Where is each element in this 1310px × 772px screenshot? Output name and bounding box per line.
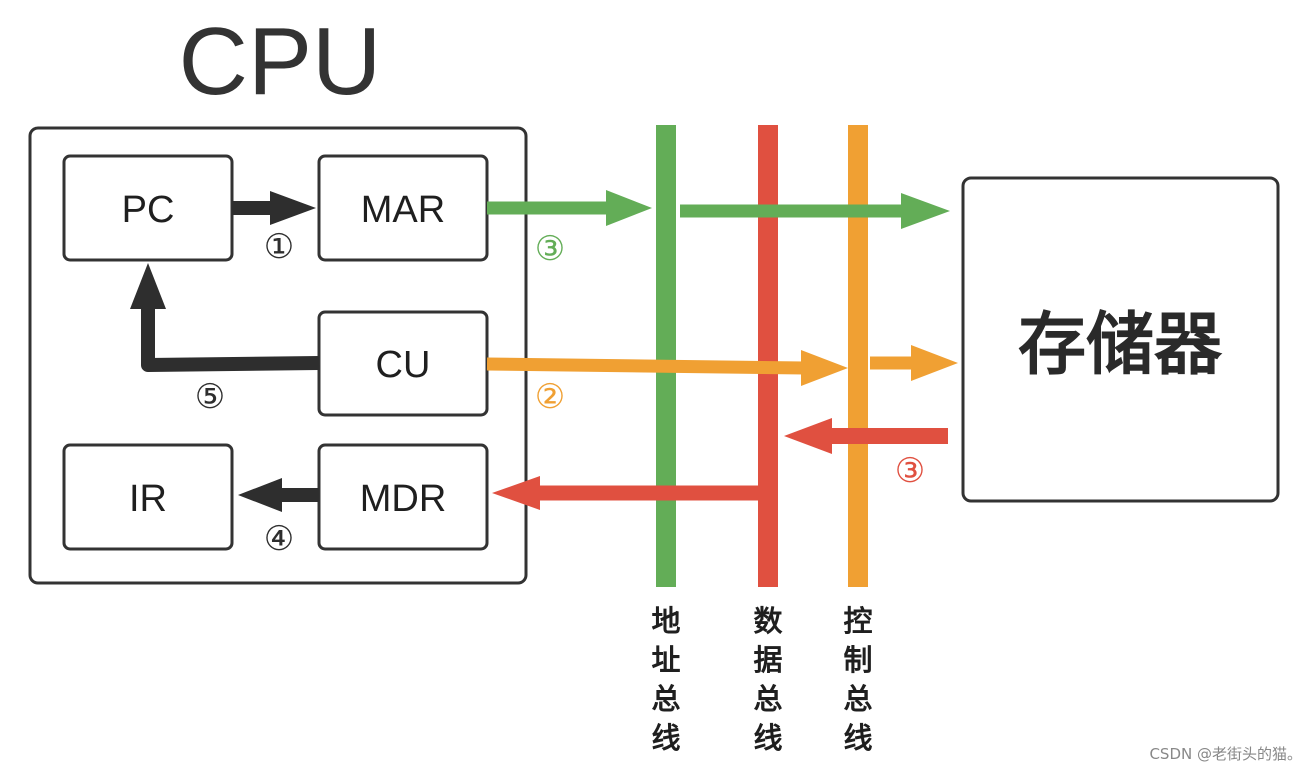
cu-to-pc-arrowhead — [130, 263, 166, 309]
bus-to-memory-arrowhead — [901, 193, 950, 229]
address-bus-label: 地址总线 — [651, 604, 681, 755]
cpu-title: CPU — [178, 8, 382, 115]
mar-label: MAR — [361, 189, 445, 231]
data-bus-label: 数据总线 — [753, 604, 783, 755]
bus-to-mdr-arrowhead — [492, 476, 540, 510]
step-label-memory-to-mdr: ③ — [895, 451, 925, 491]
control-bus — [848, 125, 868, 587]
step-label-cu-to-pc: ⑤ — [195, 377, 225, 417]
ir-label: IR — [129, 478, 167, 520]
mar-to-bus-arrowhead — [606, 190, 652, 226]
bus-to-memory-control-arrowhead — [911, 345, 958, 381]
pc-label: PC — [122, 189, 175, 231]
cu-to-bus-arrow-shaft — [486, 357, 806, 375]
memory-label: 存储器 — [1018, 306, 1223, 385]
step-label-cu-to-memory: ② — [535, 377, 565, 417]
cu-to-bus-arrowhead — [801, 350, 848, 386]
cu-label: CU — [376, 344, 431, 386]
pc-to-mar-arrowhead — [270, 191, 316, 225]
mdr-to-ir-arrowhead — [238, 478, 282, 512]
step-label-pc-to-mar: ① — [264, 227, 294, 267]
data-bus — [758, 125, 778, 587]
cpu-box — [28, 126, 528, 585]
mdr-label: MDR — [360, 478, 447, 520]
memory-to-bus-arrowhead — [784, 418, 832, 454]
step-label-mdr-to-ir: ④ — [264, 519, 294, 559]
memory-box — [961, 176, 1280, 503]
ir-box — [62, 443, 234, 551]
address-bus — [656, 125, 676, 587]
control-bus-label: 控制总线 — [843, 604, 873, 755]
step-label-mar-to-memory: ③ — [535, 229, 565, 269]
cu-to-pc-arrow-shaft — [141, 305, 320, 372]
watermark: CSDN @老街头的猫。 — [1149, 745, 1302, 763]
